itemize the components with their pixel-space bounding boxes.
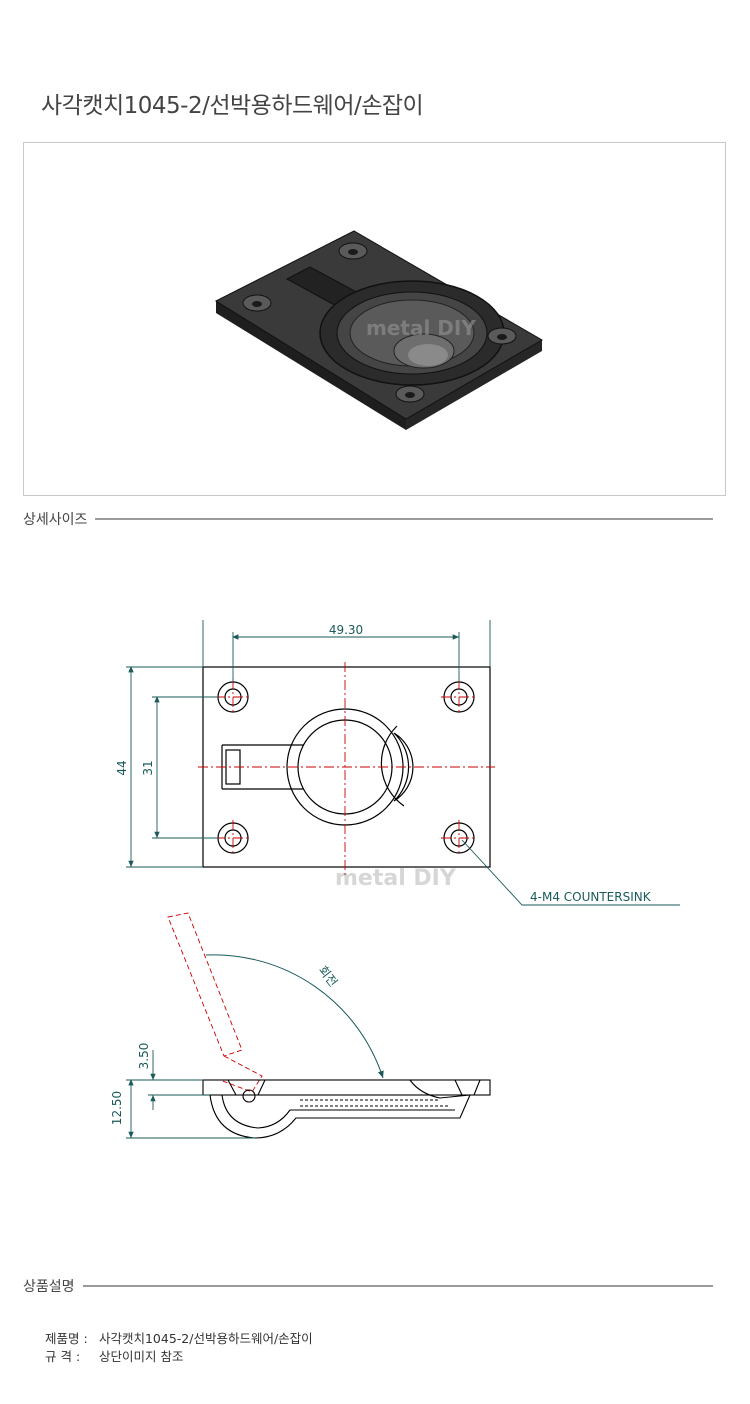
product-photo: metal DIY — [23, 142, 726, 496]
dim-width-label: 49.30 — [329, 623, 363, 637]
dimension-lines — [126, 620, 680, 906]
section-rule — [23, 1285, 713, 1287]
product-render-image: metal DIY — [214, 230, 543, 430]
desc-row-name: 제품명 : 사각캣치1045-2/선박용하드웨어/손잡이 — [45, 1330, 313, 1348]
section-desc-label: 상품설명 — [23, 1276, 83, 1296]
rotation-label: 회전 — [316, 963, 341, 989]
photo-watermark: metal DIY — [366, 316, 476, 340]
desc-key: 규 격 : — [45, 1349, 81, 1364]
page-title: 사각캣치1045-2/선박용하드웨어/손잡이 — [41, 93, 424, 119]
technical-drawing: metal DIY — [110, 620, 680, 1139]
desc-value: 상단이미지 참조 — [98, 1349, 184, 1364]
product-description: 제품명 : 사각캣치1045-2/선박용하드웨어/손잡이 규 격 : 상단이미지… — [45, 1330, 313, 1366]
drawing-watermark: metal DIY — [335, 866, 457, 891]
side-view: 회전 3.50 12.50 — [110, 912, 491, 1139]
section-desc-header: 상품설명 — [23, 1276, 713, 1296]
section-size-header: 상세사이즈 — [23, 509, 713, 529]
center-lines — [198, 662, 495, 875]
desc-value: 사각캣치1045-2/선박용하드웨어/손잡이 — [98, 1331, 313, 1346]
dim-lift-label: 3.50 — [137, 1043, 151, 1070]
desc-key: 제품명 : — [45, 1331, 88, 1346]
desc-row-spec: 규 격 : 상단이미지 참조 — [45, 1348, 313, 1366]
section-rule — [23, 518, 713, 520]
dim-thickness-label: 12.50 — [110, 1091, 124, 1125]
dim-height-holes-label: 31 — [141, 760, 155, 775]
section-size-label: 상세사이즈 — [23, 509, 96, 529]
countersink-callout: 4-M4 COUNTERSINK — [530, 890, 652, 904]
dim-height-outer-label: 44 — [115, 760, 129, 775]
